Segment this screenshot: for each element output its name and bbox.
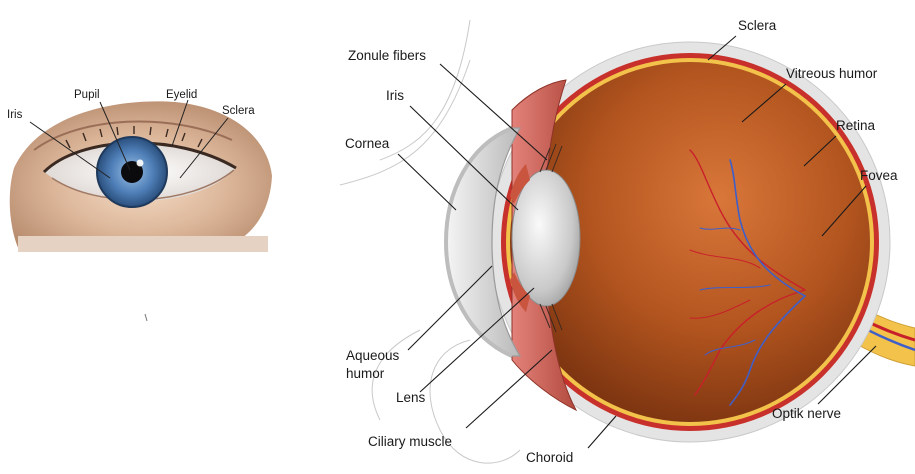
label-sclera: Sclera	[738, 18, 777, 33]
external-label-pupil: Pupil	[74, 89, 100, 101]
label-iris: Iris	[386, 88, 404, 103]
external-label-sclera: Sclera	[222, 105, 255, 117]
label-choroid: Choroid	[526, 450, 573, 465]
label-aqueous-humor-line2: humor	[346, 366, 385, 381]
label-optic-nerve: Optik nerve	[772, 406, 841, 421]
external-label-eyelid: Eyelid	[166, 89, 197, 101]
eye-cross-section: Sclera Zonule fibers Vitreous humor Iris…	[340, 18, 915, 465]
leader-cornea	[398, 154, 456, 210]
label-vitreous-humor: Vitreous humor	[786, 66, 878, 81]
eye-highlight	[137, 160, 144, 167]
external-eye-photo: Iris Pupil Eyelid Sclera	[7, 89, 272, 252]
label-aqueous-humor-line1: Aqueous	[346, 348, 400, 363]
external-label-iris: Iris	[7, 109, 23, 121]
skin-shade-bottom	[18, 236, 268, 252]
label-lens: Lens	[396, 390, 426, 405]
label-zonule-fibers: Zonule fibers	[348, 48, 426, 63]
stray-mark	[145, 314, 147, 321]
label-fovea: Fovea	[860, 168, 898, 183]
label-cornea: Cornea	[345, 136, 390, 151]
label-retina: Retina	[836, 118, 876, 133]
leader-ciliary-muscle	[466, 350, 552, 428]
label-ciliary-muscle: Ciliary muscle	[368, 434, 452, 449]
lens-shape	[512, 170, 580, 306]
